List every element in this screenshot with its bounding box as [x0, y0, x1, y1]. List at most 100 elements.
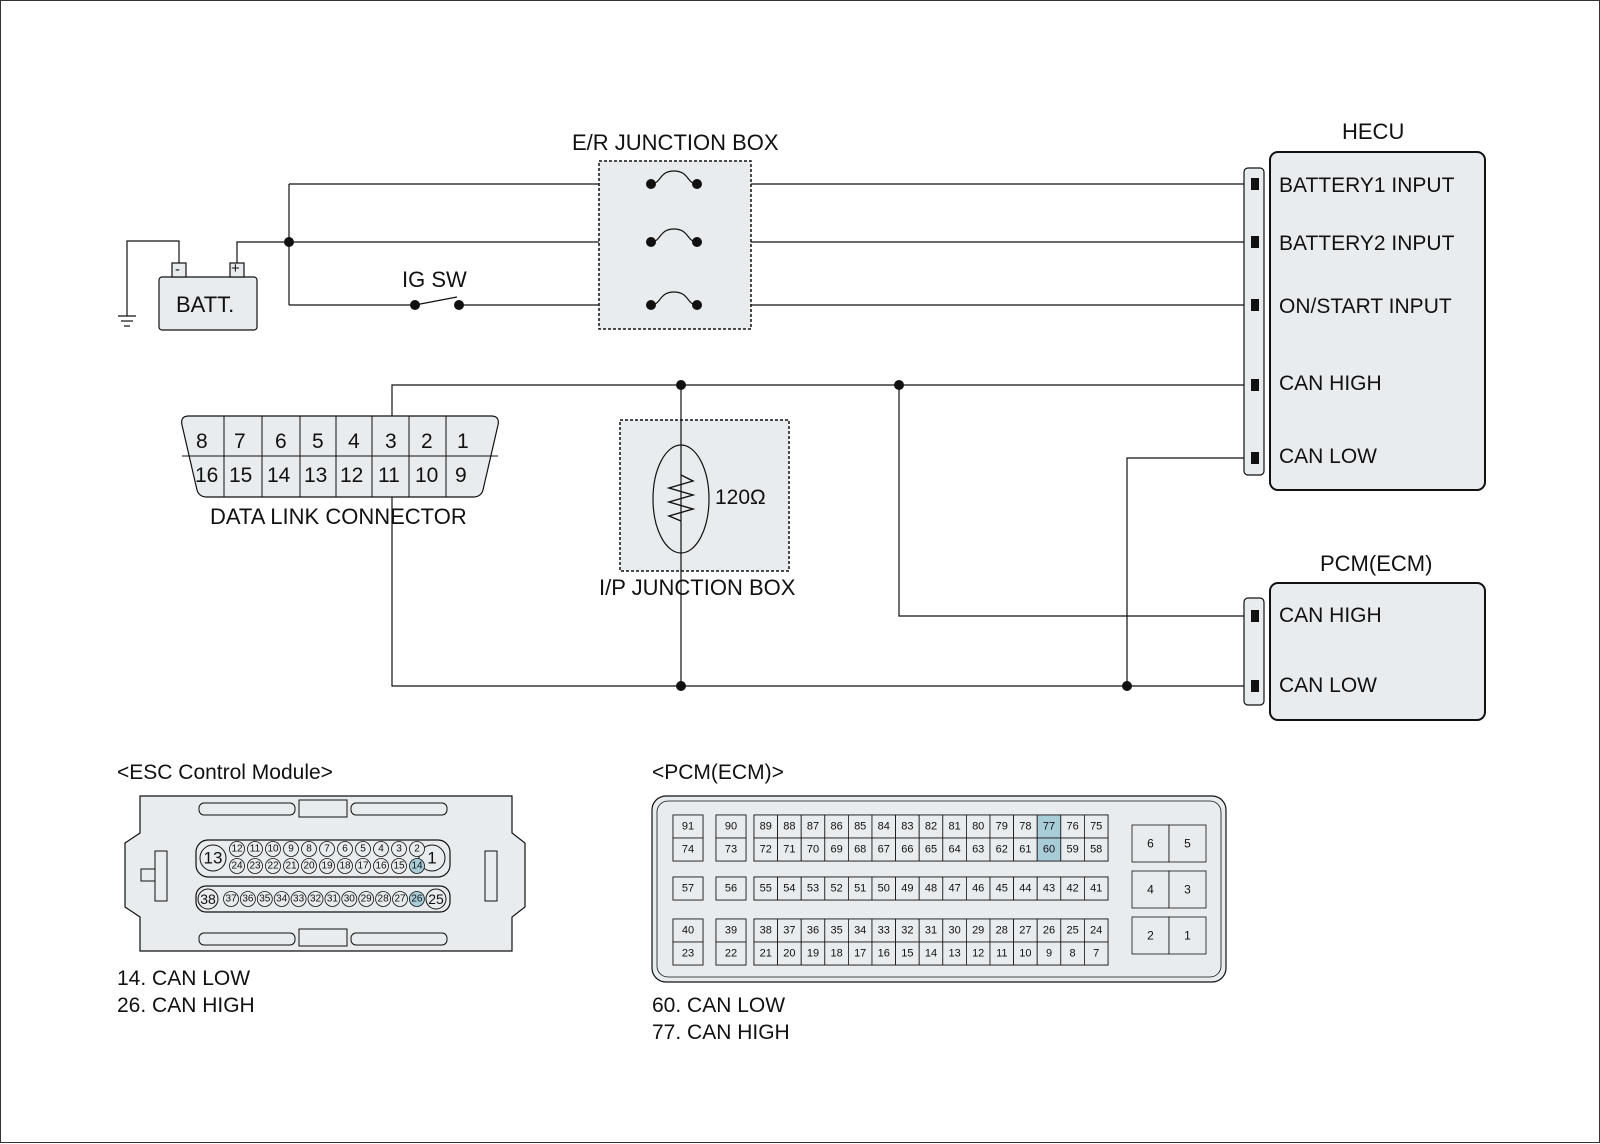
- esc-pin-label: 35: [259, 894, 271, 905]
- esc-pin-label: 25: [428, 891, 444, 907]
- hecu-pin-battery2: BATTERY2 INPUT: [1279, 232, 1455, 255]
- pcm-pin-label: 18: [830, 948, 842, 960]
- pcm-pin-label: 66: [901, 844, 913, 856]
- pcm-pin-label: 5: [1184, 837, 1191, 851]
- pcm-pin-label: 36: [807, 925, 819, 937]
- esc-pin-label: 2: [414, 844, 420, 855]
- pcm-pin-73: [715, 837, 747, 862]
- dlc-title: DATA LINK CONNECTOR: [210, 504, 467, 529]
- esc-pin-label: 20: [303, 861, 315, 872]
- ig-switch-contact: [454, 300, 464, 310]
- can-bus-wires: [391, 384, 1251, 687]
- pcm-pin-label: 86: [830, 821, 842, 833]
- pcm-pin-label: 35: [830, 925, 842, 937]
- esc-pin-label: 9: [288, 844, 294, 855]
- pcm-pin-label: 45: [996, 883, 1008, 895]
- pcm-pin-label: 77: [1043, 821, 1055, 833]
- dlc-pin: 6: [275, 430, 287, 453]
- esc-pin-21: [283, 858, 299, 874]
- pcm-pin-label: 74: [682, 844, 694, 856]
- pcm-pin-label: 69: [830, 844, 842, 856]
- esc-pin-19: [319, 858, 335, 874]
- pcm-pin-label: 59: [1066, 844, 1078, 856]
- pcm-pin-label: 68: [854, 844, 866, 856]
- pcm-pin-label: 38: [760, 925, 772, 937]
- pcm-pin-label: 57: [682, 883, 694, 895]
- pcm-pin-label: 31: [925, 925, 937, 937]
- esc-pin-label: 33: [293, 894, 305, 905]
- dlc-pin: 2: [421, 430, 433, 453]
- esc-pin-8: [301, 841, 317, 857]
- pcm-pin-label: 55: [760, 883, 772, 895]
- esc-pin-label: 27: [394, 894, 406, 905]
- esc-pin-4: [373, 841, 389, 857]
- esc-latch-top: [298, 799, 348, 818]
- hecu-pin-battery1: BATTERY1 INPUT: [1279, 174, 1455, 197]
- pcm-pin-label: 8: [1070, 948, 1076, 960]
- pcm-pin-label: 47: [948, 883, 960, 895]
- pcm-pin-can-low: CAN LOW: [1279, 674, 1378, 697]
- pcm-pin-label: 81: [948, 821, 960, 833]
- esc-pin-label: 5: [360, 844, 366, 855]
- esc-pin-label: 37: [225, 894, 237, 905]
- pcm-pin-label: 2: [1147, 929, 1154, 943]
- esc-pin-label: 4: [378, 844, 384, 855]
- pcm-pin-3: [1168, 870, 1207, 909]
- esc-pin-label: 32: [310, 894, 322, 905]
- esc-pin-25: [425, 888, 447, 910]
- hecu-module: [1269, 151, 1486, 491]
- esc-pin-label: 11: [250, 844, 261, 855]
- esc-pin-15: [391, 858, 407, 874]
- pcm-pin-label: 14: [925, 948, 937, 960]
- esc-pin-9: [283, 841, 299, 857]
- battery-minus-label: -: [175, 261, 180, 278]
- esc-pin-7: [319, 841, 335, 857]
- pcm-pin-label: 43: [1043, 883, 1055, 895]
- dlc-pin: 15: [229, 464, 253, 487]
- pcm-pin-label: 87: [807, 821, 819, 833]
- pcm-pin-label: 13: [948, 948, 960, 960]
- pcm-pin-label: 15: [901, 948, 913, 960]
- esc-pin-label: 22: [267, 861, 279, 872]
- pcm-pin-label: 60: [1043, 844, 1055, 856]
- dlc-pin: 8: [196, 430, 208, 453]
- pcm-pin-label: 26: [1043, 925, 1055, 937]
- ground-wire: [126, 240, 180, 316]
- pcm-pin-legend: 60. CAN LOW 77. CAN HIGH: [652, 992, 790, 1046]
- pcm-pin-label: 4: [1147, 883, 1154, 897]
- pcm-pin-label: 49: [901, 883, 913, 895]
- can-low-branch-hecu: [1126, 457, 1251, 686]
- esc-pin-22: [265, 858, 281, 874]
- pcm-pin-label: 17: [854, 948, 866, 960]
- resistor-symbol: [666, 474, 696, 522]
- hecu-pin-on-start: ON/START INPUT: [1279, 295, 1452, 318]
- pcm-pin-label: 80: [972, 821, 984, 833]
- esc-pin-37: [223, 891, 239, 907]
- pcm-legend-line: 77. CAN HIGH: [652, 1021, 790, 1044]
- pcm-pin-label: 64: [948, 844, 960, 856]
- pcm-pin-label: 82: [925, 821, 937, 833]
- esc-pin-27: [392, 891, 408, 907]
- esc-pin-13: [199, 844, 227, 872]
- pcm-pin-58: [1084, 837, 1109, 862]
- esc-pin-2: [409, 841, 425, 857]
- pcm-pin-label: 1: [1184, 929, 1191, 943]
- ig-switch-blade: [414, 296, 458, 306]
- ig-switch-contact: [410, 300, 420, 310]
- esc-pin-label: 34: [276, 894, 288, 905]
- hecu-pin-markers: [1251, 178, 1259, 464]
- esc-pin-34: [273, 891, 290, 907]
- esc-pin-14: [409, 858, 425, 874]
- dlc-pin: 11: [378, 464, 400, 487]
- dlc-pin: 5: [312, 430, 324, 453]
- esc-pin-label: 6: [342, 844, 348, 855]
- pcm-pin-label: 53: [807, 883, 819, 895]
- pcm-pin-57: [672, 876, 704, 901]
- esc-pin-label: 26: [411, 894, 423, 905]
- pcm-pin-label: 61: [1019, 844, 1031, 856]
- battery-negative-terminal: [171, 262, 187, 278]
- pcm-pin-label: 39: [725, 925, 737, 937]
- esc-pin-1: [418, 844, 446, 872]
- pcm-pin-1: [1168, 916, 1207, 955]
